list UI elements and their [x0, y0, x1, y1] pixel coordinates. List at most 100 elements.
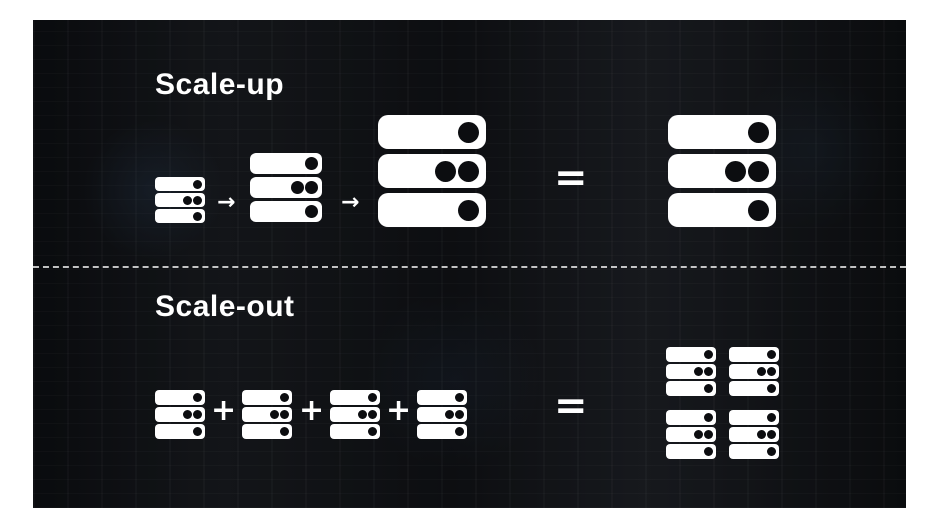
server-unit: [666, 444, 716, 459]
server-unit: [330, 407, 380, 422]
indicator-light: [757, 367, 766, 376]
arrow-icon: →: [341, 190, 360, 215]
server-unit: [330, 424, 380, 439]
indicator-light: [193, 410, 202, 419]
server-unit: [729, 364, 779, 379]
server-unit: [668, 193, 776, 227]
server-unit: [729, 444, 779, 459]
plus-sign: +: [299, 393, 325, 428]
diagram-panel: Scale-up Scale-out → → = + + + =: [33, 20, 906, 508]
indicator-light: [458, 199, 479, 221]
indicator-light: [704, 350, 713, 359]
server-unit: [417, 424, 467, 439]
server-unit: [729, 381, 779, 396]
indicator-light: [748, 121, 769, 143]
indicator-light: [694, 430, 703, 439]
indicator-light: [455, 410, 464, 419]
server-stack-icon: [417, 390, 467, 439]
indicator-light: [445, 410, 454, 419]
indicator-light: [704, 367, 713, 376]
server-stack-icon: [729, 410, 779, 459]
indicator-light: [767, 430, 776, 439]
indicator-light: [435, 160, 456, 182]
indicator-light: [183, 195, 192, 205]
server-unit: [668, 115, 776, 149]
indicator-light: [193, 393, 202, 402]
server-unit: [155, 193, 205, 207]
plus-sign: +: [211, 393, 237, 428]
indicator-light: [183, 410, 192, 419]
indicator-light: [694, 367, 703, 376]
indicator-light: [368, 393, 377, 402]
indicator-light: [358, 410, 367, 419]
indicator-light: [193, 179, 202, 189]
server-stack-icon: [666, 347, 716, 396]
server-unit: [666, 347, 716, 362]
indicator-light: [193, 195, 202, 205]
indicator-light: [767, 447, 776, 456]
server-unit: [666, 381, 716, 396]
scale-up-title: Scale-up: [155, 68, 285, 101]
equals-sign: =: [554, 155, 588, 201]
server-unit: [242, 390, 292, 405]
equals-sign: =: [554, 383, 588, 429]
server-stack-icon: [330, 390, 380, 439]
indicator-light: [305, 157, 318, 170]
indicator-light: [757, 430, 766, 439]
indicator-light: [748, 199, 769, 221]
server-unit: [729, 410, 779, 425]
indicator-light: [704, 384, 713, 393]
server-unit: [729, 347, 779, 362]
plus-sign: +: [386, 393, 412, 428]
indicator-light: [704, 413, 713, 422]
server-unit: [155, 390, 205, 405]
server-stack-icon: [666, 410, 716, 459]
server-unit: [330, 390, 380, 405]
indicator-light: [767, 350, 776, 359]
server-stack-icon: [378, 115, 486, 227]
server-stack-icon: [155, 390, 205, 439]
server-unit: [417, 407, 467, 422]
server-unit: [666, 427, 716, 442]
server-unit: [242, 407, 292, 422]
indicator-light: [270, 410, 279, 419]
indicator-light: [193, 427, 202, 436]
indicator-light: [193, 211, 202, 221]
indicator-light: [725, 160, 746, 182]
indicator-light: [368, 410, 377, 419]
server-stack-icon: [155, 177, 205, 223]
server-stack-icon: [250, 153, 322, 222]
indicator-light: [748, 160, 769, 182]
indicator-light: [280, 393, 289, 402]
indicator-light: [455, 393, 464, 402]
server-unit: [250, 201, 322, 222]
indicator-light: [368, 427, 377, 436]
server-unit: [155, 424, 205, 439]
indicator-light: [767, 367, 776, 376]
indicator-light: [305, 205, 318, 218]
server-stack-icon: [242, 390, 292, 439]
indicator-light: [767, 413, 776, 422]
indicator-light: [458, 121, 479, 143]
server-unit: [155, 407, 205, 422]
server-stack-icon: [729, 347, 779, 396]
indicator-light: [280, 410, 289, 419]
server-unit: [378, 115, 486, 149]
indicator-light: [458, 160, 479, 182]
section-divider: [33, 266, 906, 268]
server-unit: [666, 364, 716, 379]
arrow-icon: →: [217, 190, 236, 215]
server-unit: [417, 390, 467, 405]
server-unit: [666, 410, 716, 425]
indicator-light: [704, 447, 713, 456]
server-unit: [155, 209, 205, 223]
indicator-light: [704, 430, 713, 439]
server-unit: [250, 153, 322, 174]
indicator-light: [767, 384, 776, 393]
indicator-light: [455, 427, 464, 436]
server-unit: [729, 427, 779, 442]
server-unit: [242, 424, 292, 439]
indicator-light: [291, 181, 304, 194]
server-unit: [155, 177, 205, 191]
server-unit: [250, 177, 322, 198]
